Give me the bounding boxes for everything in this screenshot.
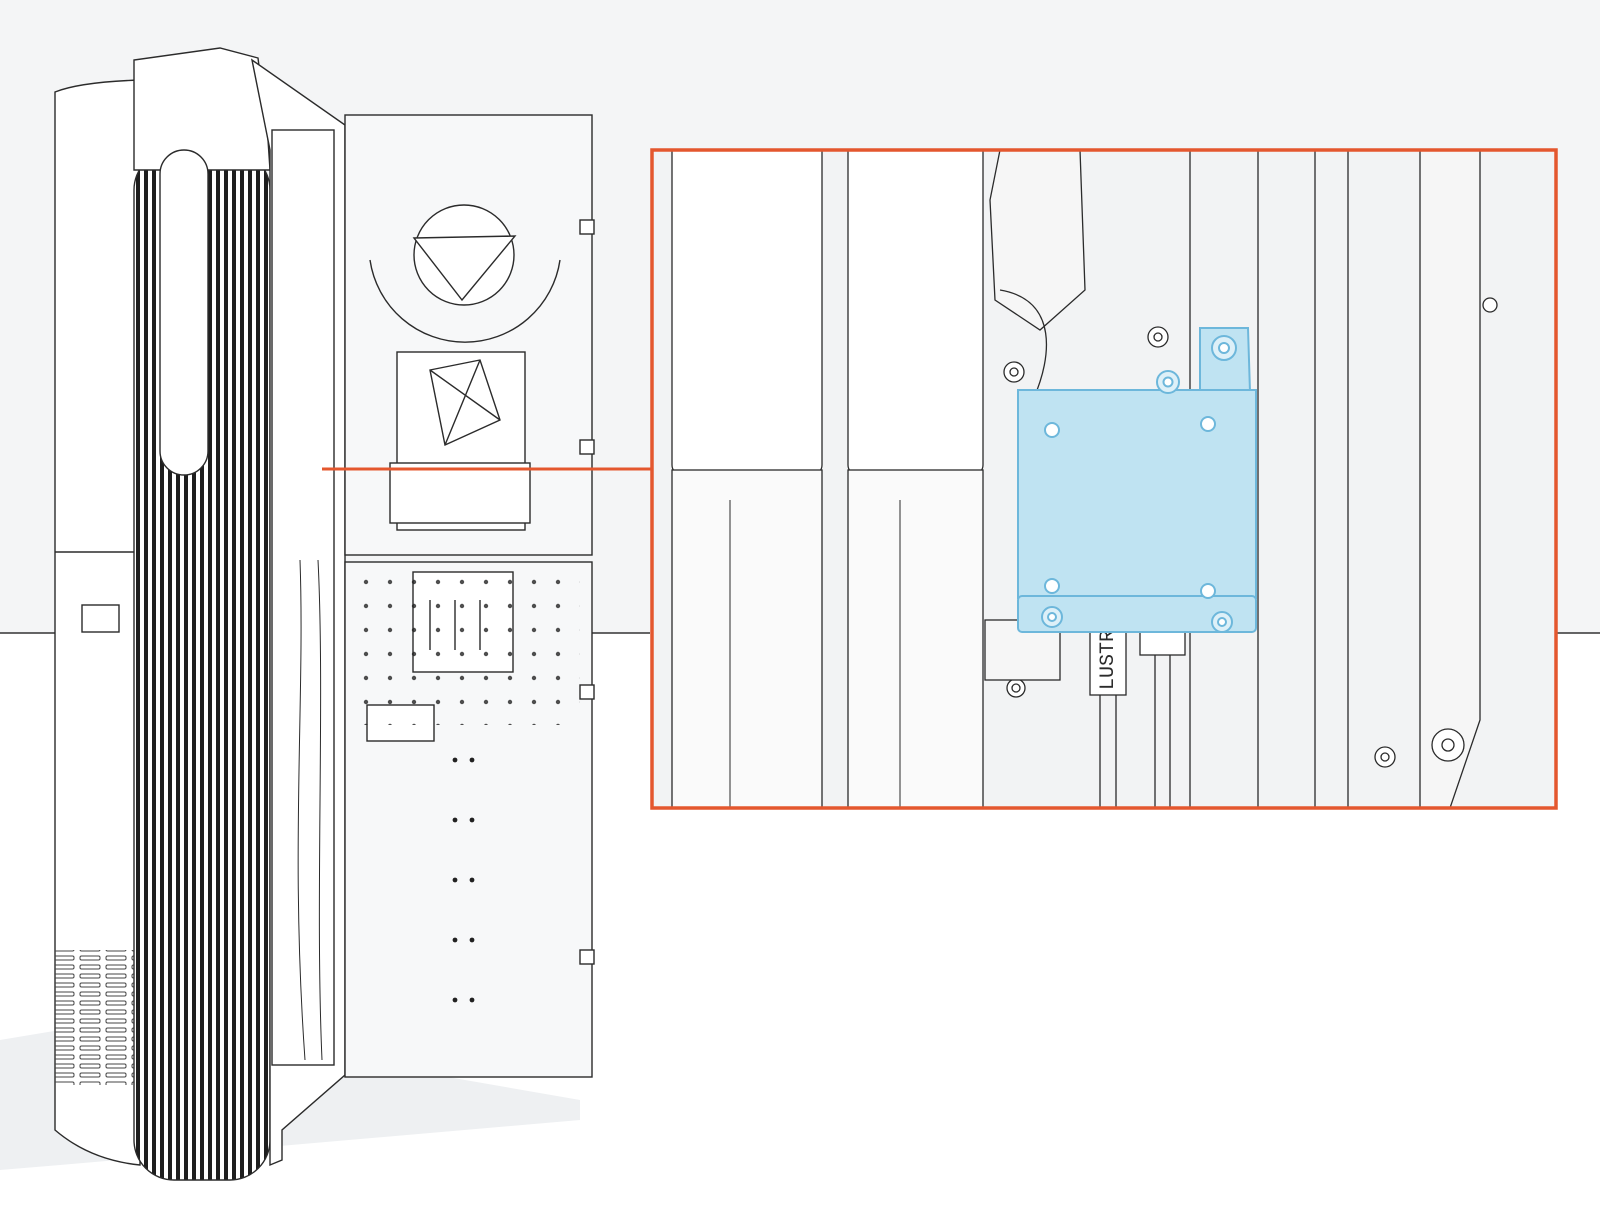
inner-rack — [271, 129, 335, 1066]
highlighted-module-body — [1017, 389, 1257, 599]
zoom-cable — [999, 289, 1048, 396]
door-hinges — [579, 219, 595, 965]
zoom-bracket-arm — [989, 150, 1086, 331]
charger-cabinet-icon — [54, 47, 595, 1181]
zoom-callout-frame — [650, 148, 1558, 810]
zoom-callout: LUSTR — [650, 148, 1558, 810]
zoom-tube-left-lower — [671, 469, 823, 808]
zoom-fasteners — [1003, 297, 1498, 768]
power-module-base — [389, 462, 531, 524]
zoom-door-edge — [1419, 150, 1481, 808]
cabinet-vent-grille — [55, 950, 135, 1085]
column-handle — [159, 149, 209, 476]
door-hole-pairs — [452, 757, 475, 1003]
column-top-cap — [133, 47, 271, 171]
power-module-mesh — [429, 359, 501, 447]
zoom-tube-right-lower — [847, 469, 984, 808]
fan-shroud — [369, 259, 561, 343]
zoom-part-marking: LUSTR — [1097, 630, 1120, 690]
zoom-second-cable — [1154, 655, 1171, 808]
door-hole-grid — [350, 575, 580, 725]
zoom-usb-cable — [1099, 695, 1117, 808]
zoom-tube-left — [671, 150, 823, 476]
cabinet-label-plate — [81, 604, 120, 633]
cabinet-cables — [297, 559, 323, 1061]
fan-blades — [412, 235, 517, 302]
module-bracket-icon — [1017, 327, 1257, 633]
highlighted-module-lower — [1017, 595, 1257, 633]
zoom-tube-right — [847, 150, 984, 476]
